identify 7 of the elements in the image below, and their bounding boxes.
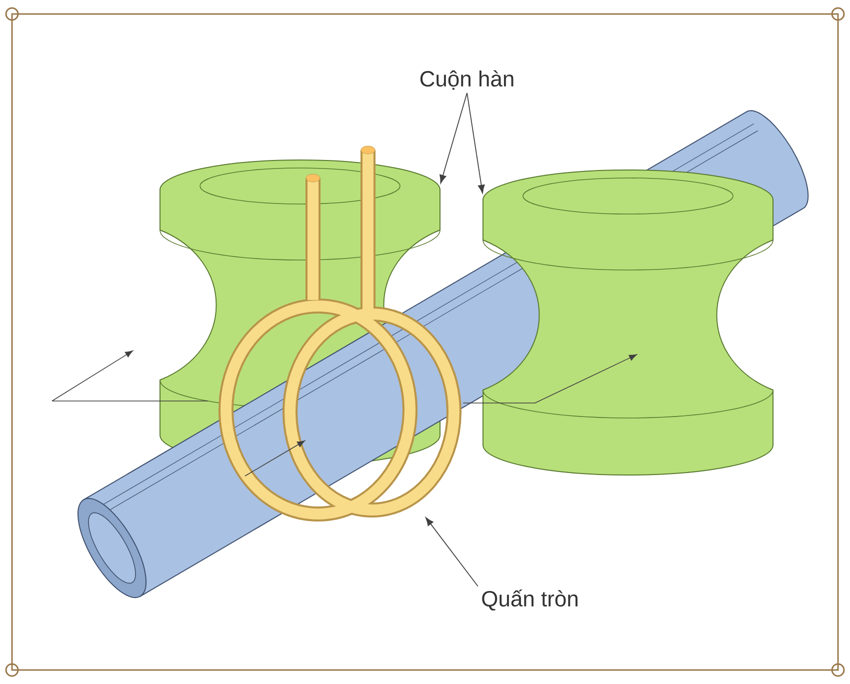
induction-coil-drawing (218, 142, 462, 522)
leader-arrow (440, 92, 468, 184)
leader-arrow (425, 517, 478, 587)
welding-roller-drawing (482, 170, 774, 476)
callout-label: Cuộn hàn (420, 70, 514, 90)
leader-arrow (466, 92, 485, 194)
callout-label: Quấn tròn (482, 589, 578, 611)
